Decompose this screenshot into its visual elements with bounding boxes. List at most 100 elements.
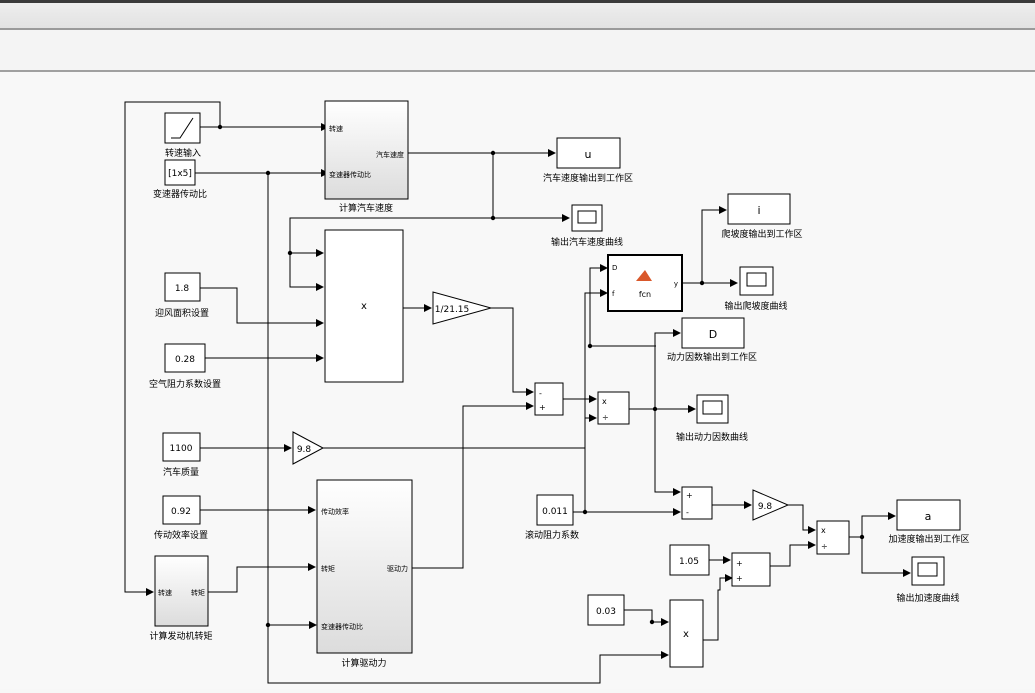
a-workspace-block[interactable]: a	[896, 499, 961, 531]
sum3-block[interactable]: + +	[731, 552, 771, 587]
calc-drive-caption: 计算驱动力	[341, 657, 386, 669]
calc-drive-out: 驱动力	[387, 564, 408, 573]
calc-speed-out: 汽车速度	[376, 150, 404, 159]
calc-speed-caption: 计算汽车速度	[339, 202, 393, 214]
calc-drive-in3: 变速器传动比	[321, 622, 363, 631]
D-scope-block[interactable]	[696, 394, 729, 424]
calc-torque-in1: 转速	[158, 588, 172, 597]
main-product-label: x	[361, 301, 367, 312]
scope-icon	[577, 210, 597, 224]
mass-constant-caption: 汽车质量	[163, 466, 199, 478]
a-workspace-value: a	[925, 510, 932, 523]
mass-constant-block[interactable]: 1100	[162, 432, 201, 462]
calc-speed-in2: 变速器传动比	[329, 170, 371, 179]
sum2-sign2: -	[686, 508, 689, 517]
calc-drive-in1: 传动效率	[321, 507, 349, 516]
climb-scope-caption: 输出爬坡度曲线	[724, 300, 787, 312]
climb-scope-block[interactable]	[739, 266, 774, 296]
calc-drive-in2: 转矩	[321, 564, 335, 573]
efficiency-constant-value: 0.92	[171, 507, 191, 517]
const-105-value: 1.05	[679, 557, 699, 567]
sum3-sign2: +	[736, 574, 743, 583]
ramp-block[interactable]	[164, 112, 201, 144]
fcn-label: fcn	[639, 290, 651, 299]
sum1-sign1: -	[539, 389, 542, 398]
gain-21-value: 1/21.15	[435, 305, 470, 315]
divide1-block[interactable]: x ÷	[597, 391, 630, 425]
fcn-block[interactable]: D f y fcn	[607, 254, 683, 312]
speed-scope-block[interactable]	[571, 204, 603, 232]
matlab-icon	[636, 270, 652, 281]
calc-drive-subsystem[interactable]: 传动效率 转矩 变速器传动比 驱动力	[316, 479, 413, 654]
fcn-in1: D	[612, 264, 617, 272]
sum2-sign1: +	[686, 491, 693, 500]
rolling-constant-block[interactable]: 0.011	[536, 494, 574, 526]
rolling-constant-value: 0.011	[542, 507, 568, 517]
calc-speed-subsystem[interactable]: 转速 变速器传动比 汽车速度	[324, 100, 409, 200]
scope-icon	[702, 400, 723, 415]
i-workspace-block[interactable]: i	[727, 193, 791, 225]
a-scope-caption: 输出加速度曲线	[896, 592, 959, 604]
calc-torque-out: 转矩	[191, 588, 205, 597]
sum3-sign1: +	[736, 559, 743, 568]
model-canvas[interactable]: 转速输入 [1x5] 变速器传动比 转速 变速器传动比 汽车速度 计算汽车速度 …	[0, 72, 1035, 689]
D-workspace-block[interactable]: D	[681, 317, 745, 349]
mass-constant-value: 1100	[170, 444, 193, 454]
cd-constant-value: 0.28	[175, 355, 195, 365]
cd-constant-caption: 空气阻力系数设置	[149, 378, 221, 390]
fcn-out: y	[674, 280, 678, 288]
u-workspace-value: u	[585, 148, 592, 161]
ramp-caption: 转速输入	[165, 147, 201, 159]
area-constant-block[interactable]: 1.8	[164, 272, 201, 302]
gain-g1-value: 9.8	[297, 445, 312, 455]
efficiency-constant-caption: 传动效率设置	[154, 529, 208, 541]
signal-lines	[124, 101, 911, 684]
fcn-in2: f	[612, 290, 615, 298]
gain-21-block[interactable]: 1/21.15	[432, 291, 493, 325]
sum2-block[interactable]: + -	[681, 486, 713, 520]
cd-constant-block[interactable]: 0.28	[164, 343, 206, 373]
junction-dots	[217, 124, 865, 628]
toolbar	[0, 30, 1035, 72]
sum1-sign2: +	[539, 403, 546, 412]
D-scope-caption: 输出动力因数曲线	[676, 431, 748, 443]
divide1-sign1: x	[602, 397, 607, 406]
i-workspace-caption: 爬坡度输出到工作区	[721, 228, 802, 240]
calc-speed-in1: 转速	[329, 124, 343, 133]
a-workspace-caption: 加速度输出到工作区	[888, 533, 969, 545]
ramp-icon	[171, 117, 194, 139]
gain-g2-block[interactable]: 9.8	[752, 489, 790, 521]
scope-icon	[746, 272, 767, 287]
divide2-block[interactable]: x ÷	[816, 520, 850, 555]
speed-scope-caption: 输出汽车速度曲线	[551, 236, 623, 248]
const-105-block[interactable]: 1.05	[669, 544, 710, 576]
main-product-block[interactable]: x	[324, 229, 404, 383]
scope-icon	[917, 562, 938, 577]
product2-block[interactable]: x	[669, 599, 704, 668]
divide2-sign2: ÷	[821, 542, 828, 551]
u-workspace-caption: 汽车速度输出到工作区	[543, 172, 633, 184]
a-scope-block[interactable]	[911, 556, 945, 586]
efficiency-constant-block[interactable]: 0.92	[162, 495, 201, 525]
area-constant-value: 1.8	[175, 284, 190, 294]
ratio-constant-block[interactable]: [1x5]	[164, 159, 196, 186]
calc-torque-subsystem[interactable]: 转速 转矩	[154, 555, 209, 627]
const-003-value: 0.03	[596, 607, 616, 617]
gain-g1-block[interactable]: 9.8	[292, 431, 325, 465]
area-constant-caption: 迎风面积设置	[155, 307, 209, 319]
gain-g2-value: 9.8	[758, 502, 773, 512]
i-workspace-value: i	[757, 204, 760, 217]
u-workspace-block[interactable]: u	[556, 137, 621, 169]
sum1-block[interactable]: - +	[534, 382, 564, 416]
ratio-constant-value: [1x5]	[168, 169, 192, 179]
divide2-sign1: x	[821, 526, 826, 535]
const-003-block[interactable]: 0.03	[587, 594, 625, 626]
D-workspace-caption: 动力因数输出到工作区	[667, 351, 757, 363]
product2-label: x	[683, 629, 689, 640]
ratio-constant-caption: 变速器传动比	[153, 188, 207, 200]
divide1-sign2: ÷	[602, 413, 609, 422]
rolling-constant-caption: 滚动阻力系数	[525, 529, 579, 541]
window-title-bar	[0, 0, 1035, 30]
simulink-diagram[interactable]: 转速输入 [1x5] 变速器传动比 转速 变速器传动比 汽车速度 计算汽车速度 …	[0, 72, 1035, 689]
D-workspace-value: D	[709, 328, 717, 341]
